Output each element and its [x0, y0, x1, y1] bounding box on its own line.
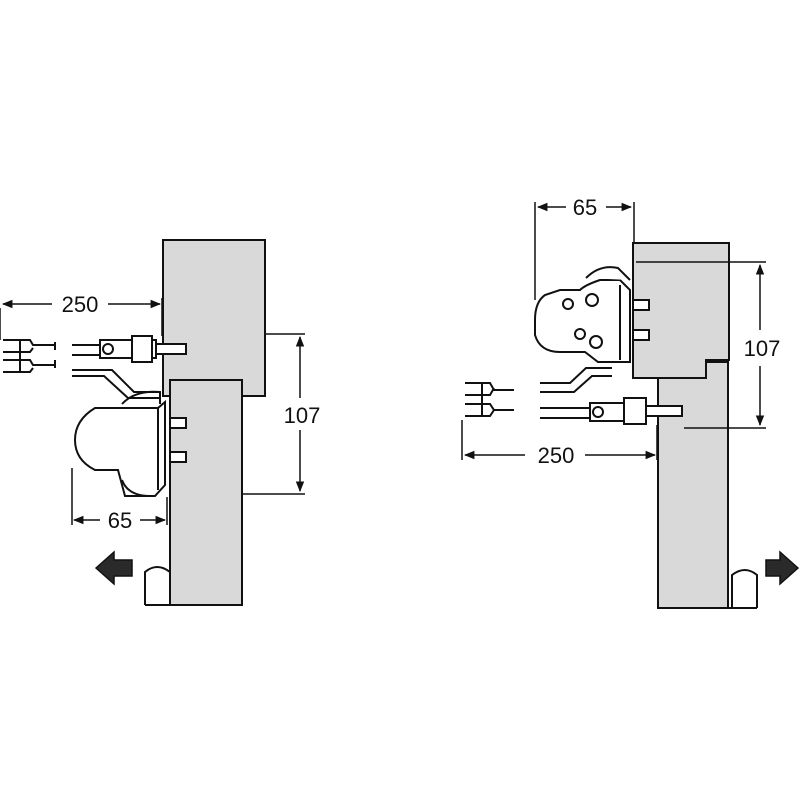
left-rail-end	[3, 339, 55, 373]
left-arrow-icon	[94, 550, 133, 586]
right-arrow-icon	[765, 550, 800, 586]
left-view	[0, 239, 305, 606]
right-view	[461, 202, 766, 609]
right-dim-250-label: 250	[538, 443, 575, 468]
right-frame-block	[632, 242, 730, 379]
right-rail-end	[465, 382, 514, 417]
left-dim-250-label: 250	[62, 292, 99, 317]
left-door-leaf	[169, 379, 243, 606]
right-door-leaf	[657, 361, 729, 609]
left-closer-body	[73, 399, 166, 497]
left-dim-107-label: 107	[284, 403, 321, 428]
right-closer-body	[534, 279, 631, 363]
left-dim-65-label: 65	[108, 508, 132, 533]
right-dim-107-label: 107	[744, 336, 781, 361]
left-frame-block	[162, 239, 266, 397]
right-dim-65-label: 65	[573, 195, 597, 220]
left-floor-post	[144, 566, 171, 605]
right-floor-post	[731, 569, 758, 608]
